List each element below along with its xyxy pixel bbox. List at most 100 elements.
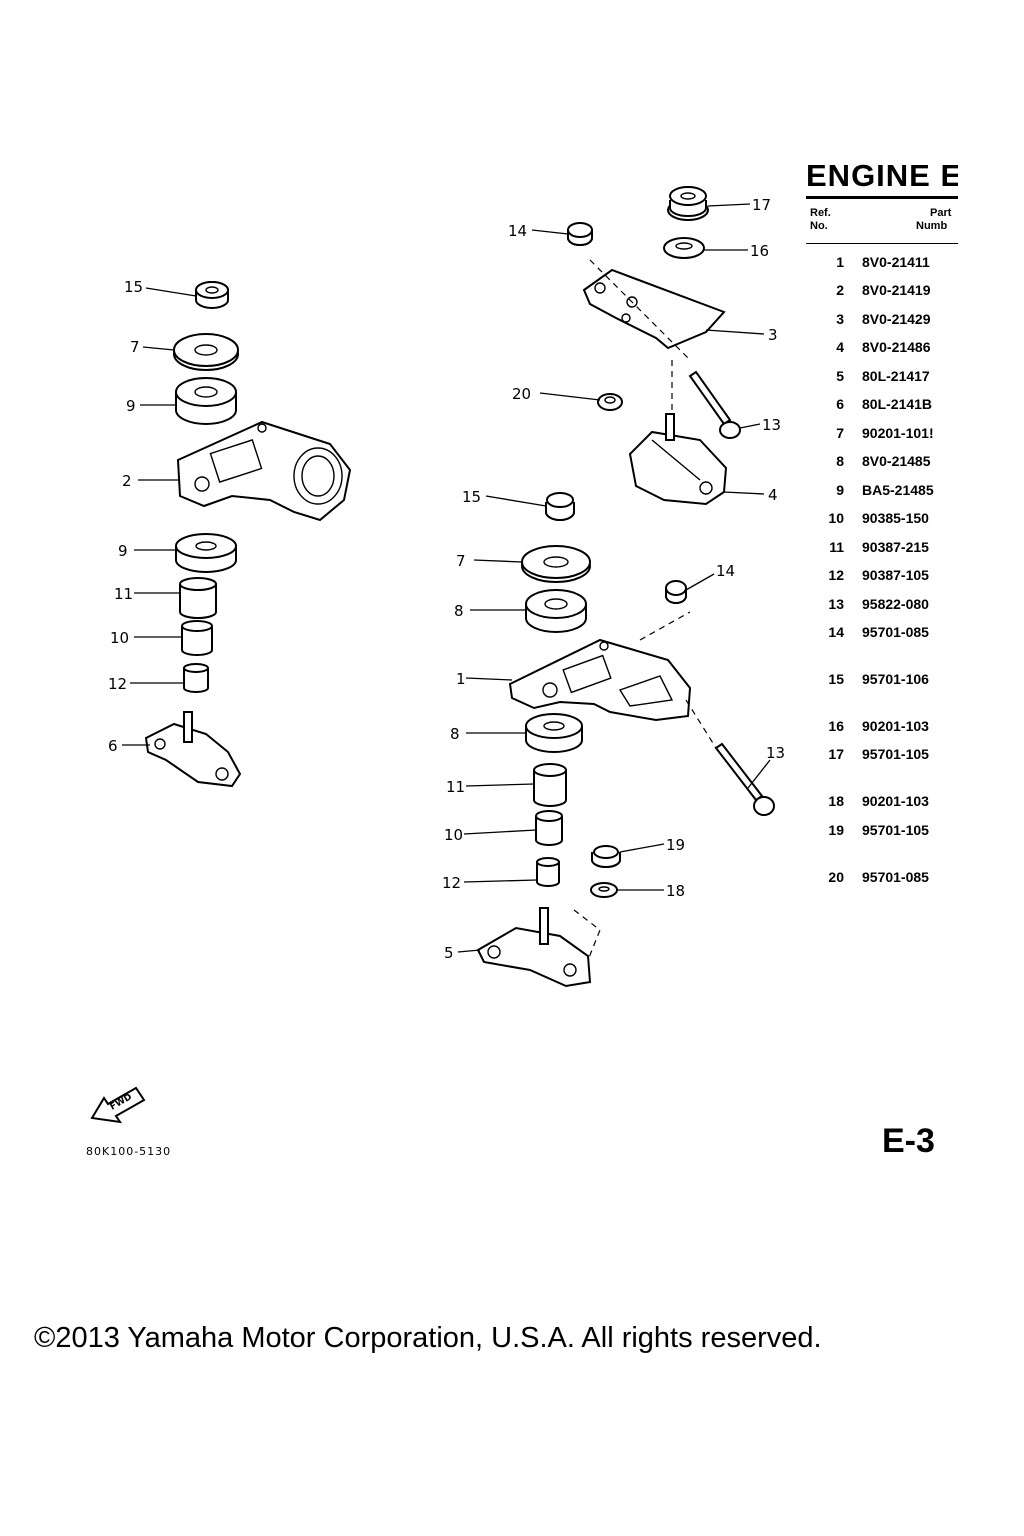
row-ref: 18 [828,793,844,809]
row-ref: 12 [828,567,844,583]
part-6-mount-base [144,711,242,788]
row-ref: 15 [828,671,844,687]
callout-right-1: 1 [456,670,466,688]
callout-right-10: 10 [444,826,463,844]
row-part-number: 80L-21417 [862,368,930,384]
right-mount-assembly [457,186,775,988]
callout-right-14b: 14 [716,562,735,580]
callout-left-12: 12 [108,675,127,693]
callout-left-10: 10 [110,629,129,647]
callout-right-19: 19 [666,836,685,854]
row-part-number: 8V0-21485 [862,453,931,469]
row-part-number: 8V0-21429 [862,311,931,327]
part-12-collar-right [536,857,560,887]
header-ref-line2: No. [810,220,828,232]
part-13-bolt-upper [688,370,741,439]
row-ref: 14 [828,624,844,640]
callout-right-14a: 14 [508,222,527,240]
row-ref: 10 [828,510,844,526]
callout-right-5: 5 [444,944,454,962]
row-part-number: 8V0-21486 [862,339,931,355]
callout-right-7: 7 [456,552,466,570]
callout-right-17: 17 [752,196,771,214]
part-5-mount-base [476,907,592,988]
page-label: E-3 [882,1122,935,1160]
header-part-line1: Part [930,207,952,219]
row-part-number: 90201-101! [862,425,934,441]
header-ref: Ref. No. [810,207,831,233]
callout-right-13b: 13 [766,744,785,762]
callout-right-20: 20 [512,385,531,403]
part-7-washer-right [521,545,591,583]
table-row: 15 95701-106 [806,671,958,687]
row-part-number: 95701-106 [862,671,929,687]
part-20-nut [597,393,623,411]
part-14-nut-mid [665,580,687,604]
row-part-number: 8V0-21419 [862,282,931,298]
row-part-number: 95701-105 [862,746,929,762]
part-9-grommet-upper-left [175,377,237,425]
row-ref: 11 [829,539,844,555]
table-row: 18 90201-103 [806,793,958,809]
table-header: Ref. No. Part Numb [806,207,958,243]
table-row: 10 90385-150 [806,510,958,526]
drawing-number: 80K100-5130 [86,1145,172,1158]
part-16-washer [663,237,705,259]
part-1-bracket [508,638,692,722]
row-part-number: 95701-085 [862,624,929,640]
callout-left-2: 2 [122,472,132,490]
fwd-arrow-icon: FWD [90,1086,146,1124]
callout-right-18: 18 [666,882,685,900]
callout-right-16: 16 [750,242,769,260]
table-row: 16 90201-103 [806,718,958,734]
left-mount-assembly [122,281,352,788]
copyright-notice: ©2013 Yamaha Motor Corporation, U.S.A. A… [34,1322,822,1354]
row-ref: 9 [836,482,844,498]
row-part-number: 90385-150 [862,510,929,526]
row-part-number: 90201-103 [862,718,929,734]
part-9-grommet-lower-left [175,533,237,573]
part-2-bracket [176,420,352,522]
part-4-rubber-mount [628,413,728,506]
part-13-bolt-lower [714,742,775,816]
header-part-number: Part Numb [916,207,951,233]
callout-right-11: 11 [446,778,465,796]
table-row: 8 8V0-21485 [806,453,958,469]
row-ref: 16 [828,718,844,734]
header-ref-line1: Ref. [810,207,831,219]
part-11-collar-left [179,577,217,619]
row-ref: 3 [836,311,844,327]
callout-numbers: 15 7 9 2 9 11 10 12 6 14 17 16 3 20 13 4… [108,196,785,962]
callout-right-8b: 8 [450,725,460,743]
panel-title: ENGINE E [806,158,958,193]
callout-left-9: 9 [126,397,136,415]
row-ref: 8 [836,453,844,469]
row-ref: 13 [828,596,844,612]
row-ref: 5 [836,368,844,384]
callout-left-15: 15 [124,278,143,296]
table-row: 14 95701-085 [806,624,958,640]
row-ref: 19 [828,822,844,838]
header-part-line2: Numb [916,220,948,232]
callout-left-7: 7 [130,338,140,356]
row-part-number: 95701-085 [862,869,929,885]
part-10-collar-left [181,620,213,656]
row-part-number: 90387-105 [862,567,929,583]
part-3-cover-plate [582,268,726,350]
callout-right-3: 3 [768,326,778,344]
row-part-number: 80L-2141B [862,396,933,412]
callout-right-8a: 8 [454,602,464,620]
part-18-washer [590,882,618,898]
row-part-number: 90201-103 [862,793,929,809]
